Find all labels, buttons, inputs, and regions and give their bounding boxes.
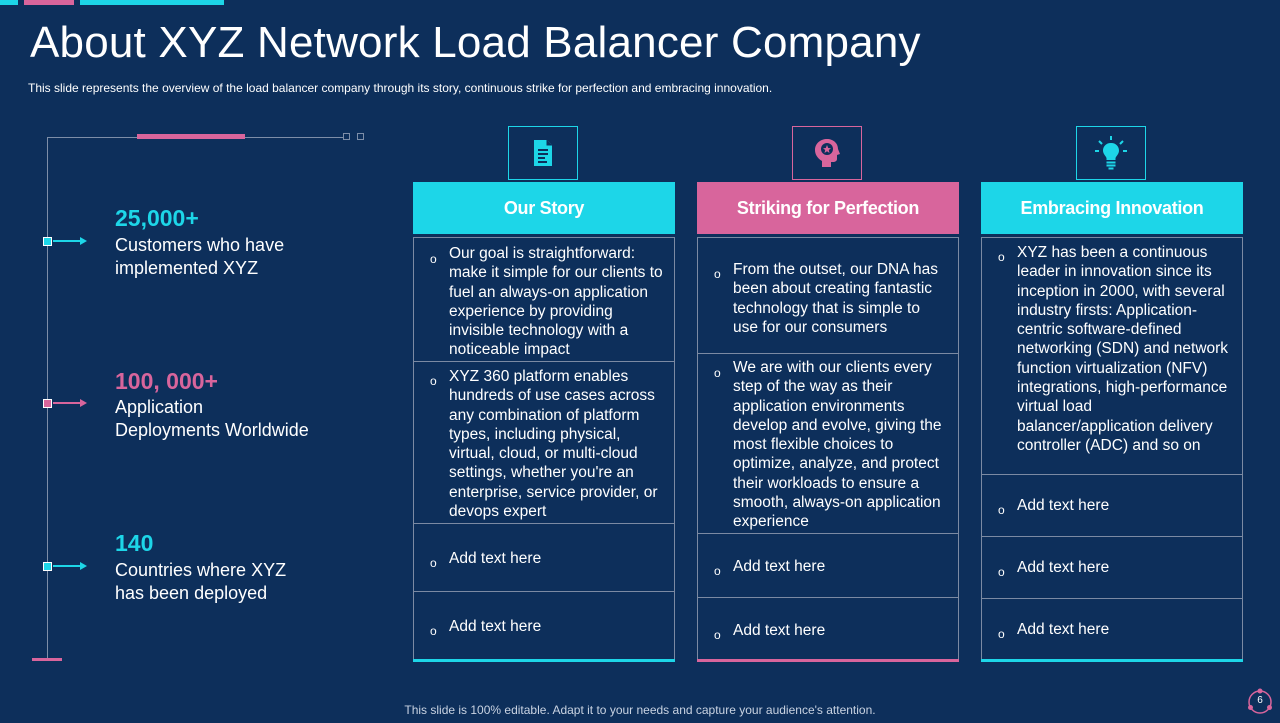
stat-marker-1 [43,237,52,246]
page-number-ring-icon [1248,688,1272,714]
bullet-icon: o [430,374,437,388]
list-item-text: Add text here [1017,621,1110,638]
list-item: o XYZ 360 platform enables hundreds of u… [414,361,674,523]
stat-label: Customers who have implemented XYZ [115,234,355,280]
stat-label-line: Countries where XYZ [115,560,287,580]
page-subtitle: This slide represents the overview of th… [28,81,773,95]
bullet-icon: o [998,565,1005,579]
stat-label-line: Application [115,397,204,417]
top-accent-bar-2 [24,0,74,5]
timeline-square-2 [357,133,364,140]
bullet-icon: o [430,556,437,570]
column-icon-box [508,126,578,180]
stat-label-line: has been deployed [115,583,268,603]
timeline-accent [137,134,245,139]
bullet-icon: o [714,366,721,380]
bullet-icon: o [714,564,721,578]
column-icon-box [1076,126,1146,180]
list-item-text: Add text here [733,622,826,639]
lightbulb-icon [1095,136,1127,170]
footer-note: This slide is 100% editable. Adapt it to… [404,703,876,717]
bullet-icon: o [998,503,1005,517]
stat-arrowhead-3 [80,562,87,570]
bullet-icon: o [998,250,1005,264]
list-item: o Add text here [698,533,958,597]
column-header-embracing-innovation: Embracing Innovation [981,182,1243,234]
page-number-badge: 6 [1244,686,1276,718]
stat-label-line: Customers who have [115,235,285,255]
column-bottom-bar [413,659,675,662]
column-icon-box [792,126,862,180]
list-item-text: From the outset, our DNA has been about … [733,261,939,336]
list-item: o Our goal is straightforward: make it s… [414,237,674,361]
bullet-icon: o [998,627,1005,641]
list-item-text: We are with our clients every step of th… [733,359,942,531]
stat-marker-2 [43,399,52,408]
timeline-square-1 [343,133,350,140]
stat-number: 140 [115,530,154,556]
list-item-text: Add text here [1017,497,1110,514]
column-bottom-bar [981,659,1243,662]
document-icon [534,140,552,166]
list-item: o Add text here [414,591,674,659]
head-star-icon [815,139,840,167]
list-item-text: Add text here [449,550,542,567]
page-title: About XYZ Network Load Balancer Company [30,18,921,67]
list-item: o Add text here [414,523,674,591]
column-body-our-story: o Our goal is straightforward: make it s… [413,237,675,661]
list-item: o We are with our clients every step of … [698,353,958,533]
top-accent-bar-1 [0,0,18,5]
stat-arrow-3 [53,565,81,567]
list-item: o Add text here [698,597,958,661]
column-header-striking-for-perfection: Striking for Perfection [697,182,959,234]
stat-number: 100, 000+ [115,368,218,394]
list-item: o XYZ has been a continuous leader in in… [982,237,1242,474]
stat-number: 25,000+ [115,205,199,231]
stat-arrowhead-1 [80,237,87,245]
list-item: o Add text here [982,474,1242,536]
list-item: o From the outset, our DNA has been abou… [698,237,958,353]
bullet-icon: o [714,267,721,281]
stat-label: Countries where XYZ has been deployed [115,559,355,605]
column-header-our-story: Our Story [413,182,675,234]
top-accent-bar-3 [80,0,224,5]
bullet-icon: o [430,252,437,266]
column-bottom-bar [697,659,959,662]
stat-label-line: implemented XYZ [115,258,259,278]
list-item: o Add text here [982,536,1242,598]
bullet-icon: o [430,624,437,638]
page-number: 6 [1257,695,1263,706]
timeline-bottom-accent [32,658,62,661]
stat-arrowhead-2 [80,399,87,407]
stat-label-line: Deployments Worldwide [115,420,309,440]
list-item: o Add text here [982,598,1242,660]
stat-label: Application Deployments Worldwide [115,396,355,442]
list-item-text: XYZ has been a continuous leader in inno… [1017,244,1229,454]
column-body-striking-for-perfection: o From the outset, our DNA has been abou… [697,237,959,661]
column-body-embracing-innovation: o XYZ has been a continuous leader in in… [981,237,1243,661]
list-item-text: Our goal is straightforward: make it sim… [449,245,663,359]
list-item-text: Add text here [733,558,826,575]
stat-arrow-2 [53,402,81,404]
stat-arrow-1 [53,240,81,242]
list-item-text: XYZ 360 platform enables hundreds of use… [449,368,658,521]
bullet-icon: o [714,628,721,642]
list-item-text: Add text here [449,618,542,635]
timeline-vertical-line [47,137,48,660]
stat-marker-3 [43,562,52,571]
list-item-text: Add text here [1017,559,1110,576]
